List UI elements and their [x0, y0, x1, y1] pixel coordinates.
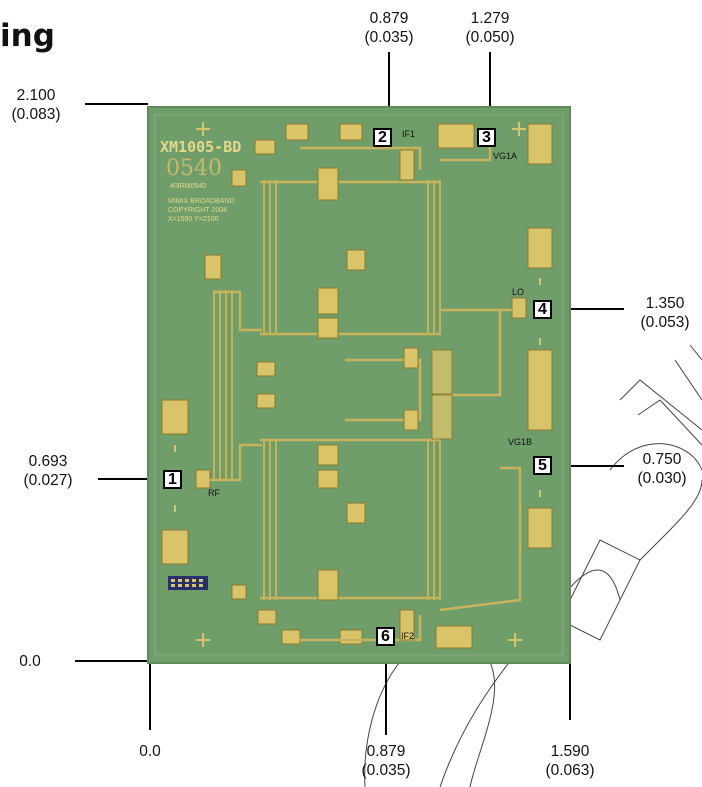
leader-lines	[75, 52, 624, 735]
pad-name-vg1b: VG1B	[508, 437, 533, 447]
dim-value-mm: 0.879	[366, 743, 406, 760]
pad-name-rf: RF	[208, 488, 220, 498]
pad-marker-1: 1	[163, 470, 182, 489]
dim-value-mm: 1.350	[645, 295, 685, 312]
dim-value-mm: 2.100	[16, 87, 56, 104]
dim-value-mm: 1.590	[550, 743, 590, 760]
dim-origin-x: 0.0	[139, 743, 161, 760]
dim-right-pad5: 0.750 (0.030)	[622, 450, 702, 488]
dim-value-mm: 0.879	[369, 10, 409, 27]
dim-top-pad2: 0.879 (0.035)	[349, 9, 429, 47]
chip-dims: X=1590 Y=2100	[168, 216, 219, 223]
dim-value-mm: 0.750	[642, 451, 682, 468]
page-title: ing	[0, 18, 55, 54]
chip-lot: 40IRM0540	[170, 183, 207, 190]
chip-part-number: XM1005-BD	[160, 138, 242, 156]
bond-pads	[161, 123, 553, 649]
dim-value-mm: 0.693	[28, 453, 68, 470]
dim-top-pad3: 1.279 (0.050)	[450, 9, 530, 47]
pad-name-if1: IF1	[402, 129, 416, 139]
test-pattern	[168, 576, 208, 590]
dim-value-in: (0.050)	[465, 29, 515, 46]
dim-value-in: (0.083)	[11, 106, 61, 123]
die-substrate	[147, 106, 571, 664]
pad-name-lo: LO	[512, 287, 525, 297]
chip-copyright: COPYRIGHT 2004	[168, 207, 228, 214]
pad-marker-6: 6	[376, 627, 395, 646]
dim-value-in: (0.063)	[545, 762, 595, 779]
pad-marker-5: 5	[533, 456, 552, 475]
dim-value-in: (0.030)	[637, 470, 687, 487]
dim-value-in: (0.053)	[640, 314, 690, 331]
chip-company: MIMIX BROADBAND	[168, 198, 235, 205]
dim-value-in: (0.035)	[364, 29, 414, 46]
dim-right-pad4: 1.350 (0.053)	[625, 294, 702, 332]
dim-origin-y: 0.0	[19, 653, 41, 670]
dim-value-in: (0.035)	[361, 762, 411, 779]
dim-bottom-pad6: 0.879 (0.035)	[346, 742, 426, 780]
dim-width: 1.590 (0.063)	[530, 742, 610, 780]
dim-value-mm: 1.279	[470, 10, 510, 27]
dim-value-in: (0.027)	[23, 472, 73, 489]
horizontal-traces	[210, 130, 522, 642]
chip-date-code: 0540	[166, 156, 222, 181]
pad-marker-4: 4	[533, 300, 552, 319]
die-inner-border	[154, 114, 564, 656]
pad-marker-3: 3	[477, 128, 496, 147]
pad-name-vg1a: VG1A	[493, 151, 518, 161]
pad-marker-2: 2	[373, 128, 392, 147]
alignment-marks	[196, 122, 526, 647]
dim-left-pad1: 0.693 (0.027)	[8, 452, 88, 490]
dim-height: 2.100 (0.083)	[0, 86, 76, 124]
pad-name-if2: IF2	[401, 631, 415, 641]
device-blocks	[317, 149, 453, 641]
